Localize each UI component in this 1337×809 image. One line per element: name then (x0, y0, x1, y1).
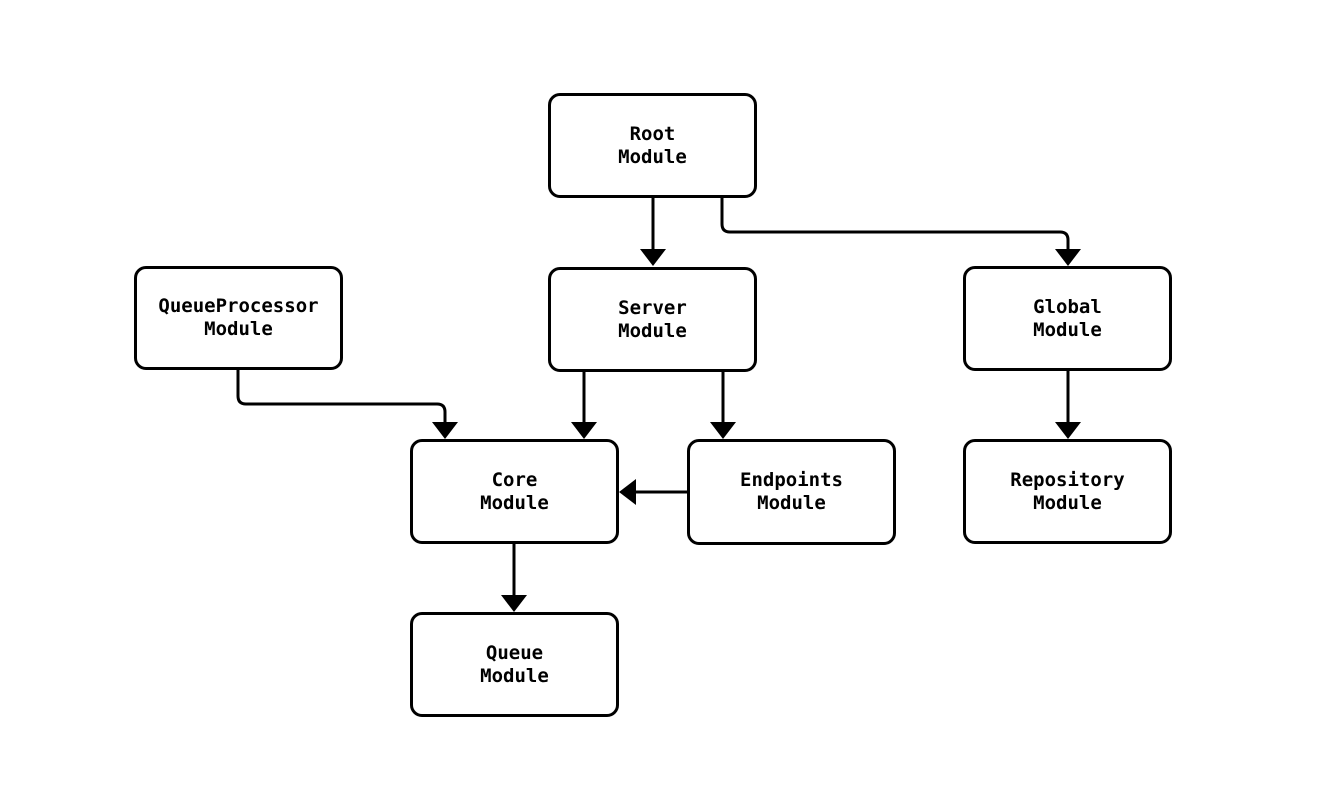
arrowhead-icon (501, 595, 527, 612)
node-label-line: Server (618, 296, 687, 319)
node-label-line: Global (1033, 295, 1102, 318)
node-label-line: Module (1033, 491, 1102, 514)
edge-server-to-endpoints (710, 372, 736, 439)
edge-endpoints-to-core (619, 479, 687, 505)
node-label-line: Module (480, 664, 549, 687)
edge-queueprocessor-to-core (236, 370, 458, 439)
node-label-line: Module (618, 145, 687, 168)
node-label-line: Module (1033, 318, 1102, 341)
node-label-line: Root (629, 122, 676, 145)
node-label-line: Module (480, 491, 549, 514)
arrowhead-icon (1055, 422, 1081, 439)
node-label-line: Module (757, 492, 826, 514)
edge-root-to-server (640, 198, 666, 266)
edge-server-to-core (571, 372, 597, 439)
arrowhead-icon (1055, 249, 1081, 266)
node-label-line: Endpoints (740, 469, 843, 491)
arrowhead-icon (432, 422, 458, 439)
node-label-line: Queue (485, 641, 544, 664)
node-label-line: QueueProcessor (158, 295, 319, 317)
node-label-line: Module (618, 319, 687, 342)
arrowhead-icon (571, 422, 597, 439)
arrowhead-icon (710, 422, 736, 439)
edge-root-to-global (720, 198, 1081, 266)
arrowhead-icon (619, 479, 636, 505)
node-label-line: Repository (1010, 468, 1125, 491)
node-label-line: Core (491, 468, 538, 491)
edge-global-to-repository (1055, 371, 1081, 439)
edge-core-to-queue (501, 544, 527, 612)
arrowhead-icon (640, 249, 666, 266)
node-label-line: Module (204, 318, 273, 340)
